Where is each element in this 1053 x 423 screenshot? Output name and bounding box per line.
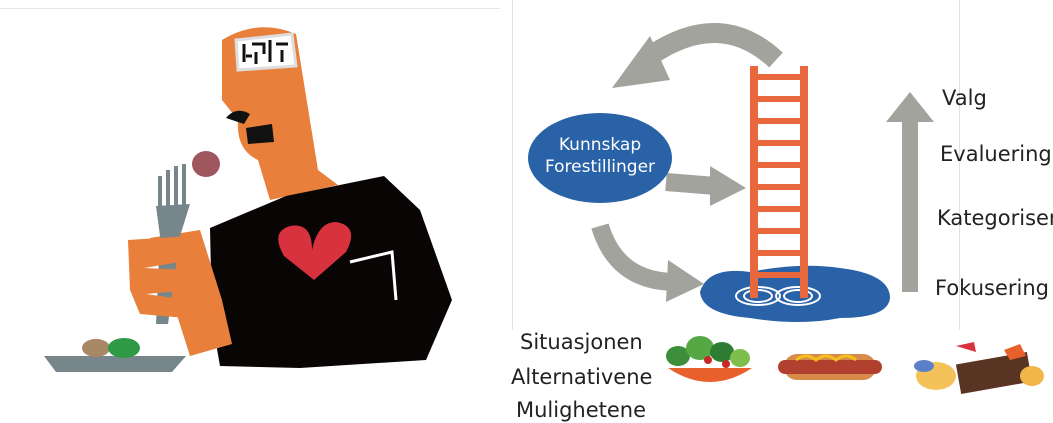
curved-arrow-top xyxy=(644,22,783,68)
brain-maze xyxy=(234,32,298,72)
food-green xyxy=(108,338,140,358)
sweets-image xyxy=(914,342,1044,395)
up-arrow-head xyxy=(886,92,934,122)
up-arrow-shaft xyxy=(902,120,918,292)
arrow-to-ladder-head xyxy=(710,166,746,206)
divider-line xyxy=(0,8,500,9)
decision-ladder-diagram: Kunnskap Forestillinger Valg Evaluering … xyxy=(500,0,1053,423)
plate xyxy=(44,356,186,372)
puddle xyxy=(700,265,890,322)
ladder xyxy=(750,66,808,298)
fork xyxy=(156,164,190,324)
oval-line-1: Kunnskap xyxy=(558,135,642,155)
step-label: Evaluering xyxy=(940,142,1052,166)
mouth xyxy=(246,124,274,144)
oval-line-2: Forestillinger xyxy=(544,157,656,177)
salad-bowl-image xyxy=(666,336,752,382)
divider-line xyxy=(512,0,513,330)
curved-arrow-bottom xyxy=(591,223,673,291)
shirt xyxy=(210,176,452,368)
bottom-label: Situasjonen xyxy=(520,330,643,354)
knowledge-oval xyxy=(528,113,672,203)
eating-person-drawing xyxy=(44,27,452,372)
step-label: Valg xyxy=(942,86,987,110)
food-brown xyxy=(82,339,110,357)
divider-line xyxy=(959,0,960,330)
bottom-label: Alternativene xyxy=(511,365,653,389)
arrow-to-ladder xyxy=(665,173,717,195)
step-label: Kategoriseri xyxy=(937,206,1053,230)
hot-dog-image xyxy=(778,354,882,380)
meatball xyxy=(192,151,220,177)
oval-label: Kunnskap Forestillinger xyxy=(532,134,668,178)
curved-arrow-top-head xyxy=(612,36,670,88)
hand xyxy=(128,236,192,318)
step-label: Fokusering xyxy=(935,276,1049,300)
bottom-label: Mulighetene xyxy=(516,398,647,422)
eating-person-illustration xyxy=(0,0,500,423)
heart-icon xyxy=(278,222,352,280)
curved-arrow-bottom-head xyxy=(666,260,704,302)
eye xyxy=(226,110,250,124)
ladder-drawing xyxy=(528,22,1044,395)
